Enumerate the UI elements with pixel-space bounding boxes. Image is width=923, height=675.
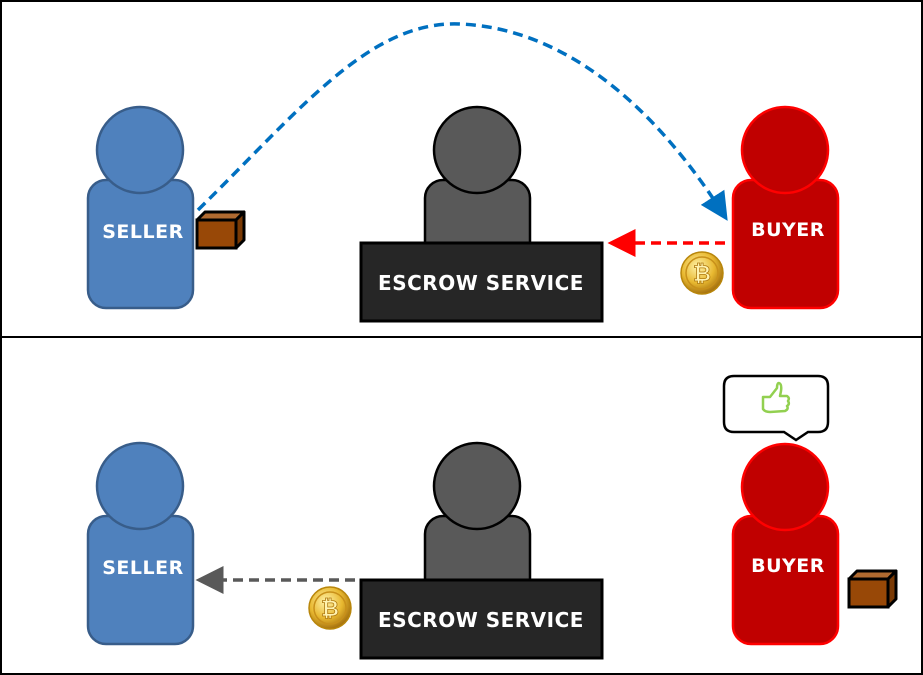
seller-label: SELLER: [102, 557, 184, 579]
speech-bubble-icon: [722, 374, 830, 442]
escrow-label: ESCROW SERVICE: [378, 608, 584, 632]
bitcoin-icon: [680, 251, 724, 295]
seller-label: SELLER: [102, 221, 184, 243]
thumbs-up-icon: [761, 381, 791, 414]
shipping-arrow: [196, 22, 728, 221]
package-icon: [847, 569, 898, 609]
escrow-label: ESCROW SERVICE: [378, 271, 584, 295]
buyer-figure: BUYER: [731, 442, 840, 646]
seller-figure: SELLER: [86, 105, 195, 310]
bitcoin-icon: [308, 586, 352, 630]
seller-figure: SELLER: [86, 441, 195, 646]
package-icon: [195, 210, 246, 250]
buyer-label: BUYER: [751, 219, 825, 241]
buyer-label: BUYER: [751, 555, 825, 577]
escrow-figure: ESCROW SERVICE: [359, 105, 604, 323]
buyer-figure: BUYER: [731, 105, 840, 310]
escrow-figure: ESCROW SERVICE: [359, 441, 604, 660]
